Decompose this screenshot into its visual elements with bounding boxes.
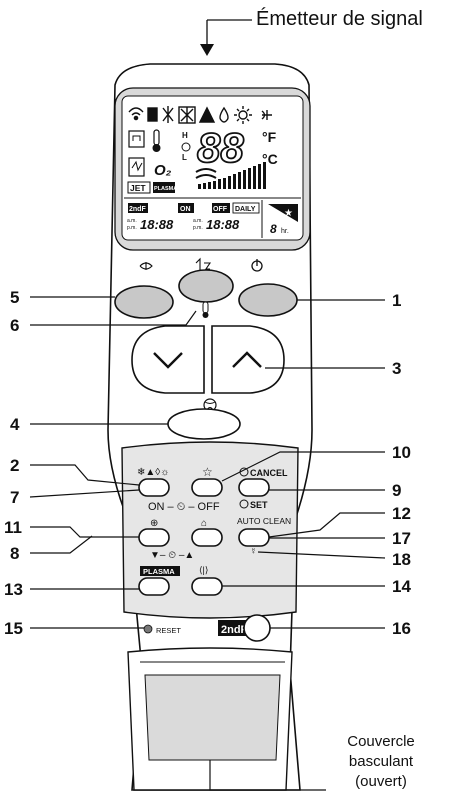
wifi-icon [128, 107, 144, 116]
button-7 [138, 478, 170, 497]
button-16 [243, 614, 271, 642]
fan-speed-bars [198, 162, 266, 189]
lcd-on: ON [180, 206, 191, 213]
button-14 [191, 577, 223, 596]
lcd-plasma: PLASMA [154, 186, 177, 192]
lcd-h-label: H [182, 131, 188, 140]
lcd-time-1: 18:88 [140, 217, 174, 232]
filter-icon: ⊕ [150, 518, 158, 529]
reset-label: RESET [156, 626, 181, 635]
button-4 [167, 408, 241, 440]
airflow-icon [195, 168, 217, 179]
house-icon [128, 130, 145, 148]
timer-adjust-label: ▼– ⏲ –▲ [150, 550, 194, 561]
lcd-hours: 8 [270, 222, 277, 236]
cover-caption-line3: (ouvert) [355, 773, 407, 790]
mode-icons-label: ❄▲◊☼ [137, 467, 169, 478]
callout-4: 4 [10, 415, 20, 434]
lcd-off: OFF [213, 206, 228, 213]
lcd-hours-unit: hr. [281, 228, 289, 235]
callout-2: 2 [10, 456, 20, 475]
callout-6: 6 [10, 316, 20, 335]
battery-icon [147, 107, 158, 122]
callout-5: 5 [10, 288, 20, 307]
swing-icon: ⟨|⟩ [199, 565, 208, 575]
reset-hole [143, 624, 153, 634]
svg-text:★: ★ [284, 208, 293, 219]
sleep-icon [195, 257, 212, 271]
button-11 [138, 528, 170, 547]
signal-arrow [200, 19, 252, 56]
fan-blade-icon [261, 110, 272, 120]
callout-17: 17 [392, 529, 411, 548]
callout-16: 16 [392, 619, 411, 638]
button-temp-up [211, 325, 285, 394]
sun-icon [238, 110, 248, 120]
signal-emitter-label: Émetteur de signal [256, 8, 423, 30]
lcd-daily: DAILY [235, 206, 256, 213]
callout-7: 7 [10, 488, 20, 507]
button-8 [191, 528, 223, 547]
callout-9: 9 [392, 481, 402, 500]
callout-13: 13 [4, 580, 23, 599]
on-off-label: ON – ⏲ – OFF [148, 501, 220, 513]
button-9 [238, 478, 270, 497]
star-outline-icon: ☆ [202, 465, 213, 479]
lcd-mode-icons [128, 106, 272, 124]
star-flag-icon [268, 204, 298, 222]
callout-3: 3 [392, 359, 402, 378]
callout-10: 10 [392, 443, 411, 462]
auto-clean-label: AUTO CLEAN [237, 516, 291, 526]
drop-icon [219, 106, 229, 123]
button-6 [178, 269, 234, 303]
callout-15: 15 [4, 619, 23, 638]
cover-caption-line2: basculant [348, 753, 414, 770]
lcd-am-2: a.m. [193, 218, 203, 224]
cover-caption: Couvercle basculant (ouvert) [326, 732, 436, 792]
plasma-button-label: PLASMA [143, 567, 175, 576]
lcd-temp-digits: 88 [197, 124, 244, 171]
cover-caption-line1: Couvercle [347, 733, 415, 750]
lcd-jet: JET [130, 183, 146, 193]
callout-8: 8 [10, 544, 20, 563]
lcd-pm-2: p.m. [193, 225, 203, 231]
thermometer-icon [152, 129, 161, 152]
auto-swing-icon [128, 157, 145, 177]
callout-11: 11 [4, 518, 22, 537]
button-5 [114, 285, 174, 319]
lcd-o2: O₂ [154, 162, 172, 179]
lcd-pm-1: p.m. [127, 225, 137, 231]
button-temp-down [131, 325, 205, 394]
lamp-icon: ☿ [250, 546, 257, 556]
callout-1: 1 [392, 291, 402, 310]
button-1 [238, 283, 298, 317]
callout-14: 14 [392, 577, 411, 596]
set-label: SET [250, 500, 268, 510]
mountain-icon [198, 106, 216, 123]
cancel-label: CANCEL [250, 468, 288, 478]
callout-12: 12 [392, 504, 411, 523]
fan-swirl-icon [139, 262, 153, 270]
thermometer-small-icon [202, 301, 209, 318]
fan-cross-icon [162, 106, 174, 123]
clock-icon-set [239, 499, 249, 509]
lcd-l-label: L [182, 153, 187, 162]
lcd-2ndf: 2ndF [129, 206, 146, 213]
callout-lines [29, 296, 386, 791]
lcd-unit-f: °F [262, 129, 277, 145]
second-f-label: 2ndF [221, 624, 248, 636]
smile-icon [181, 142, 191, 152]
lcd-am-1: a.m. [127, 218, 137, 224]
button-10 [191, 478, 223, 497]
button-13 [138, 577, 170, 596]
bulb-icon-small: ⌂ [201, 518, 207, 529]
snow-icon [180, 107, 194, 123]
button-17 [238, 528, 270, 547]
callout-18: 18 [392, 550, 411, 569]
lcd-time-2: 18:88 [206, 217, 240, 232]
